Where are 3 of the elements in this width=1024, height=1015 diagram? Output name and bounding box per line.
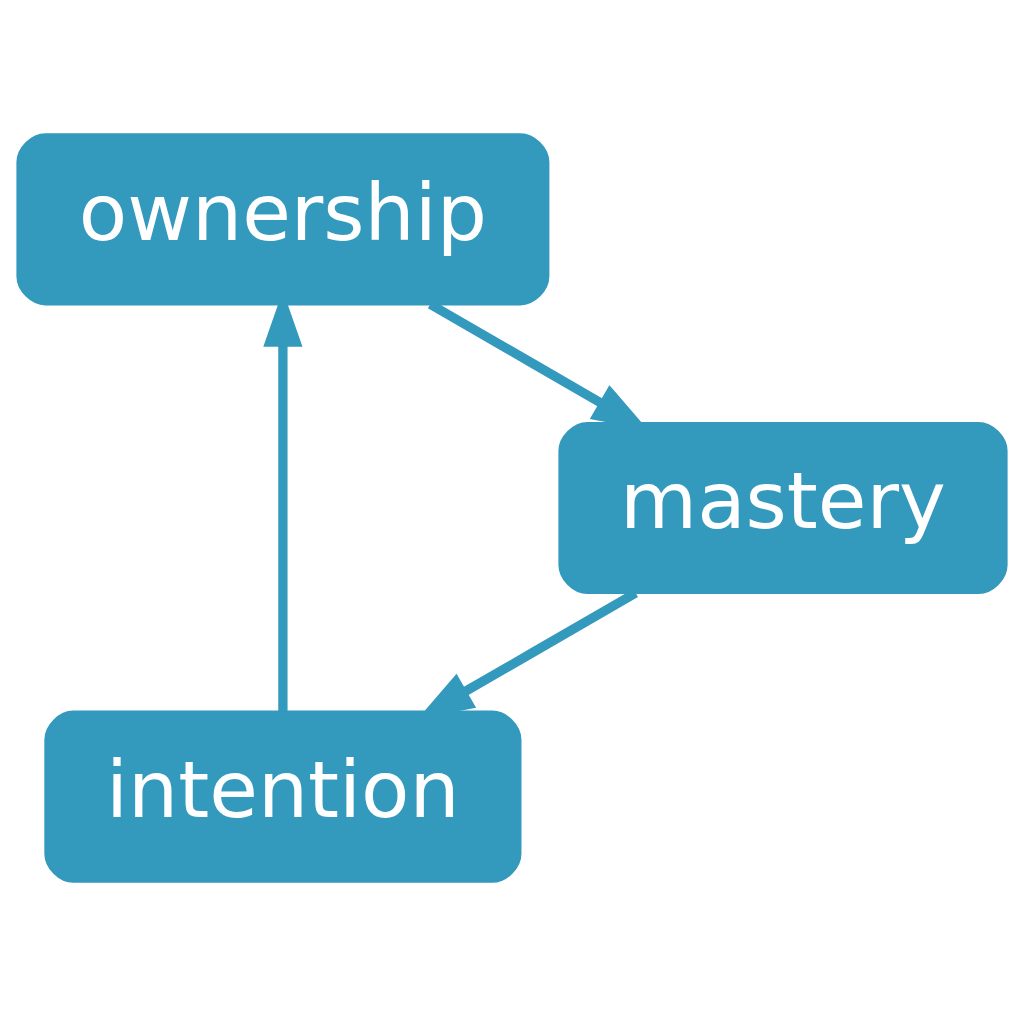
node-box: intention	[44, 710, 522, 883]
node-box: ownership	[16, 132, 550, 305]
node-box: mastery	[558, 421, 1008, 594]
